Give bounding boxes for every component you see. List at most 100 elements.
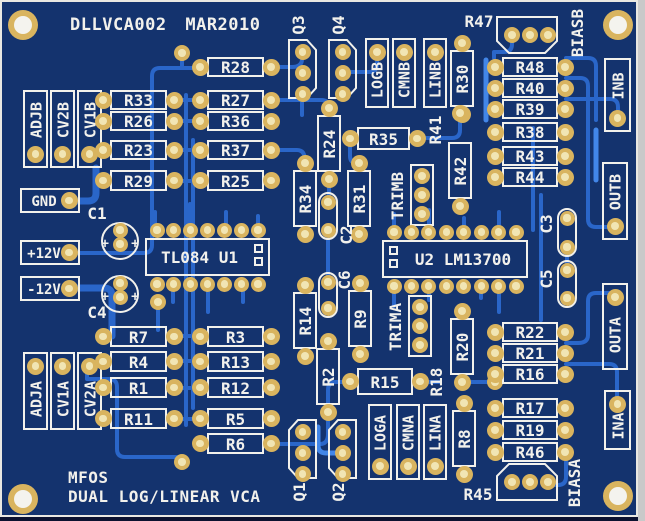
connector-cv2b	[50, 90, 75, 168]
pad	[294, 65, 311, 81]
connector-cv1a	[50, 352, 75, 430]
pad	[556, 421, 574, 439]
pad	[165, 353, 183, 370]
pad	[94, 379, 112, 396]
pad	[412, 299, 428, 315]
connector-lina	[423, 404, 447, 480]
resistor-label: R33	[124, 91, 153, 110]
pad	[320, 194, 336, 210]
trimmer-r47	[496, 16, 558, 54]
connector-label: LINA	[426, 414, 445, 451]
silkscreen-label-biasa: BIASA	[565, 458, 584, 508]
resistor-label: R25	[221, 171, 250, 191]
pad	[191, 328, 209, 345]
connector-label: INA	[609, 412, 627, 440]
pad	[60, 280, 78, 297]
ic-pin-pad	[473, 278, 489, 294]
connector-label: LOGB	[368, 61, 387, 99]
silkscreen-label-biasb: BIASB	[568, 8, 587, 58]
pad	[606, 288, 624, 306]
polarity-plus-mark: +	[101, 289, 109, 305]
silkscreen-label-trima: TRIMA	[386, 302, 405, 352]
silkscreen-label-q3: Q3	[289, 15, 308, 35]
pad	[606, 217, 624, 235]
pad	[191, 112, 209, 130]
connector-cmnb	[392, 38, 416, 108]
board-title: DLLVCA002 MAR2010	[70, 15, 261, 35]
pin1-marker	[254, 257, 263, 266]
silkscreen-label-q1: Q1	[290, 482, 309, 502]
pad	[262, 141, 280, 159]
pad	[426, 43, 444, 61]
pad	[451, 104, 469, 122]
resistor-label: R43	[515, 147, 545, 166]
pad	[408, 130, 426, 147]
pad	[522, 474, 538, 490]
silkscreen-label-q2: Q2	[329, 482, 348, 502]
pad	[94, 353, 112, 370]
pad	[556, 100, 574, 118]
pad	[191, 141, 209, 159]
pad	[60, 192, 78, 209]
connector-12v	[20, 276, 80, 301]
pad	[522, 27, 538, 43]
connector-label: CV2B	[54, 101, 72, 138]
ic-pin-pad	[438, 224, 454, 240]
pad	[556, 443, 574, 461]
board-footer-brand: MFOS	[68, 468, 109, 487]
silkscreen-label-trimb: TRIMB	[388, 171, 407, 221]
resistor-label: R44	[515, 168, 545, 187]
ic-pin-pad	[421, 224, 437, 240]
transistor-q3	[288, 39, 317, 99]
pad	[262, 328, 280, 345]
via-pad	[150, 294, 166, 310]
pad	[395, 43, 413, 61]
pad	[455, 465, 473, 483]
resistor-label: R1	[128, 378, 149, 398]
connector-loga	[368, 404, 392, 480]
connector-inb	[604, 58, 631, 132]
pad	[191, 410, 209, 427]
pad	[112, 236, 128, 252]
pad	[165, 410, 183, 427]
silkscreen-label-c1: C1	[87, 204, 107, 223]
silkscreen-label-c3: C3	[537, 214, 556, 234]
mounting-hole	[603, 10, 633, 40]
pad	[191, 58, 209, 76]
pad	[486, 147, 504, 165]
pad	[112, 289, 128, 305]
pad	[165, 172, 183, 189]
ic-pin-pad	[491, 224, 507, 240]
pad	[296, 225, 314, 243]
pad	[334, 445, 351, 461]
pad	[27, 145, 44, 163]
pad	[451, 197, 469, 215]
pad	[412, 337, 428, 353]
silkscreen-label-r47: R47	[464, 12, 494, 31]
silkscreen-label-c4: C4	[87, 303, 107, 322]
pad	[453, 302, 471, 320]
pad	[191, 172, 209, 189]
silkscreen-label-q4: Q4	[329, 15, 348, 35]
resistor-label: R48	[515, 58, 545, 77]
pad	[165, 379, 183, 396]
pad	[556, 168, 574, 186]
pad	[399, 457, 417, 475]
pin1-marker	[389, 259, 398, 268]
ic-pin-pad	[456, 224, 472, 240]
pad	[165, 328, 183, 345]
ic-label: U2 LM13700	[414, 250, 512, 269]
resistor-label: R13	[221, 352, 250, 372]
board-edge-shadow	[0, 517, 638, 521]
pad	[540, 474, 556, 490]
resistor-label: R29	[124, 171, 153, 191]
pad	[262, 91, 280, 109]
silkscreen-label-c6: C6	[335, 270, 354, 290]
pad	[556, 58, 574, 76]
pad	[368, 43, 386, 61]
resistor-label: R23	[124, 141, 153, 160]
connector-logb	[365, 38, 389, 108]
pad	[486, 100, 504, 118]
mounting-hole	[8, 484, 38, 514]
ic-pin-pad	[183, 222, 199, 238]
